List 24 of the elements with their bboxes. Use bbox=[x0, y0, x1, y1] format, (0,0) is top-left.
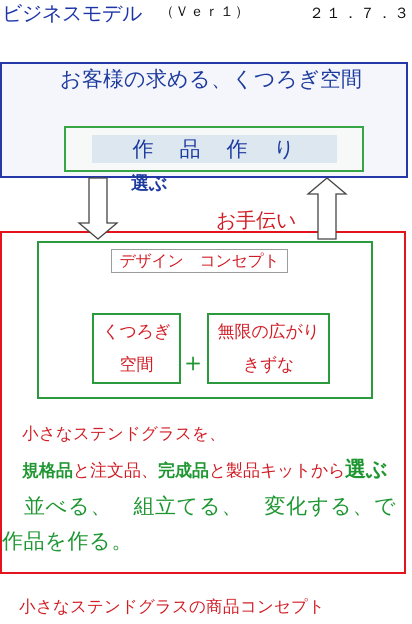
task-box bbox=[64, 126, 364, 172]
idea-box bbox=[207, 313, 330, 384]
box-label: きずな bbox=[243, 354, 294, 377]
box-heading: お客様の求める、くつろぎ空間 bbox=[60, 69, 362, 90]
body-text: 並べる、 組立てる、 変化する、で作品を作る。 bbox=[2, 493, 398, 555]
heading-box bbox=[111, 249, 288, 273]
body-text: 小さなステンドグラスを、 bbox=[22, 423, 226, 445]
block-arrow bbox=[77, 177, 119, 240]
plus-sign: ＋ bbox=[180, 347, 206, 380]
edge-label: お手伝い bbox=[216, 210, 296, 230]
title: ビジネスモデル bbox=[2, 1, 142, 26]
body-text: 規格品と注文品、完成品と製品キットから選ぶ bbox=[22, 457, 388, 483]
design-box bbox=[37, 241, 373, 399]
box-label: 作品作り bbox=[92, 135, 336, 163]
box-label: デザイン コンセプト bbox=[120, 253, 280, 269]
idea-box bbox=[92, 313, 181, 384]
box-label: 無限の広がり bbox=[218, 321, 320, 344]
service-box bbox=[0, 231, 406, 574]
block-arrow bbox=[306, 177, 348, 240]
version-label: （Ｖｅｒ１） bbox=[160, 4, 250, 22]
date-label: ２１．７．３ bbox=[309, 4, 411, 23]
box-label: くつろぎ空間 bbox=[102, 321, 172, 377]
edge-label: 選ぶ bbox=[131, 175, 167, 193]
caption: 小さなステンドグラスの商品コンセプト bbox=[19, 597, 325, 618]
